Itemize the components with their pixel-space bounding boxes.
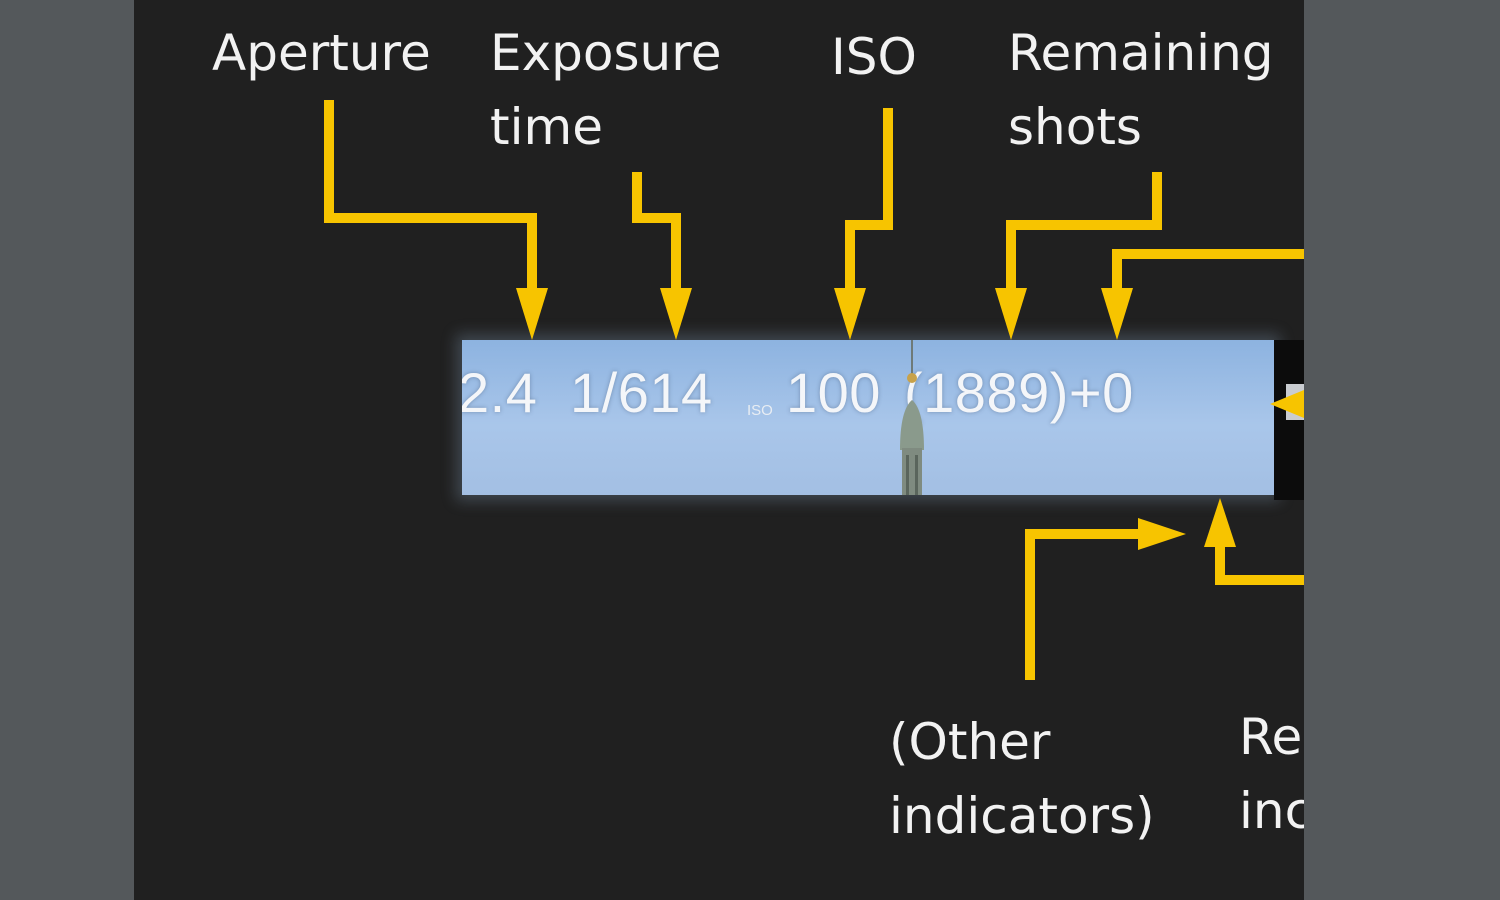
resolution-arrow <box>1215 545 1304 585</box>
tower-silhouette <box>900 340 924 495</box>
iso-prefix: ISO <box>747 402 773 419</box>
cut-off-label: Re inc <box>1239 708 1304 840</box>
battery-arrow <box>1112 249 1304 290</box>
exposure-arrow <box>632 172 681 290</box>
remaining-arrow <box>1006 172 1162 290</box>
iso-arrow <box>845 108 893 290</box>
other-indicators-label: (Other indicators) <box>889 713 1155 845</box>
aperture-label: Aperture <box>212 24 431 82</box>
other-indicators-arrow <box>1025 529 1144 680</box>
aperture-value: 2.4 <box>462 361 538 424</box>
iso-label: ISO <box>831 28 917 86</box>
exposure-value: 1/614 <box>570 361 713 424</box>
remaining-shots-label: Remaining shots <box>1008 24 1274 156</box>
diagram-panel: Aperture Exposure time ISO Remaining sho… <box>134 0 1304 900</box>
strip-edge <box>1274 340 1304 500</box>
exposure-time-label: Exposure time <box>490 24 722 156</box>
camera-status-strip: 2.4 1/614 ISO 100 (1889)+0 8M <box>462 340 1274 495</box>
remaining-value: (1889)+0 <box>904 361 1134 424</box>
arrow-layer <box>324 100 1304 680</box>
iso-value: 100 <box>786 361 881 424</box>
aperture-arrow <box>324 100 537 290</box>
